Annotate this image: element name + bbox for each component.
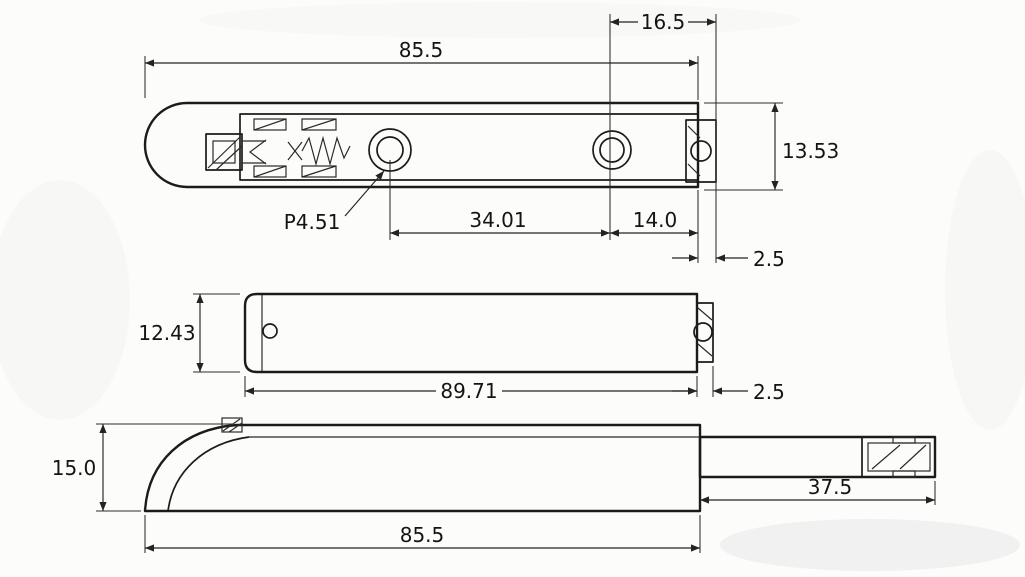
dim-top-hole-spacing: 34.01 (390, 208, 610, 237)
dim-top-hole-diameter: P4.51 (284, 170, 385, 234)
dim-side-body-height: 12.43 (138, 294, 204, 372)
dim-top-right-offset-text: 16.5 (641, 10, 686, 34)
dim-front-body-height: 15.0 (52, 424, 107, 511)
dim-top-cap-thickness: 2.5 (672, 247, 785, 271)
side-view (243, 292, 714, 374)
top-view-plate (239, 113, 699, 181)
dim-top-body-height-text: 13.53 (782, 139, 839, 163)
mounting-slots (253, 118, 337, 178)
front-view (143, 417, 937, 513)
dim-top-body-height: 13.53 (771, 103, 839, 190)
dim-top-hole-spacing-text: 34.01 (469, 208, 526, 232)
dim-front-overall-width-text: 85.5 (400, 523, 445, 547)
front-view-inner-curve (167, 436, 250, 512)
dim-top-right-offset: 16.5 (610, 10, 716, 34)
spring-detail (287, 135, 351, 167)
latch-button-detail (205, 133, 267, 171)
top-view-end-cap (685, 119, 717, 183)
front-view-dimensions: 15.0 37.5 85.5 (52, 423, 936, 553)
dim-top-hole-diameter-text: P4.51 (284, 210, 341, 234)
side-view-end-cap (693, 302, 714, 363)
dim-top-overall-width-text: 85.5 (399, 38, 444, 62)
dim-top-hole-to-edge-text: 14.0 (633, 208, 678, 232)
dim-side-body-height-text: 12.43 (138, 321, 195, 345)
dim-front-overall-width: 85.5 (145, 523, 700, 552)
top-view-dimensions: 16.5 85.5 13.53 P4.51 34.01 14.0 (144, 10, 839, 271)
hole-right (592, 130, 632, 170)
dim-top-cap-thickness-text: 2.5 (753, 247, 785, 271)
plunger (698, 435, 937, 479)
side-view-outline (243, 292, 699, 374)
side-view-dimensions: 12.43 89.71 2.5 (138, 293, 785, 404)
top-view-outline (143, 101, 700, 189)
dim-side-cap-thickness: 2.5 (672, 380, 785, 404)
side-view-hole (262, 323, 278, 339)
dim-front-plunger-length: 37.5 (700, 475, 935, 504)
dim-side-body-length: 89.71 (245, 379, 697, 403)
dim-side-body-length-text: 89.71 (440, 379, 497, 403)
dim-top-hole-to-edge: 14.0 (610, 208, 698, 237)
dim-front-body-height-text: 15.0 (52, 456, 97, 480)
dim-side-cap-thickness-text: 2.5 (753, 380, 785, 404)
top-view (143, 101, 717, 189)
dim-front-plunger-length-text: 37.5 (808, 475, 853, 499)
top-catch-detail (221, 417, 243, 433)
front-view-outline (143, 423, 702, 513)
dim-top-overall-width: 85.5 (145, 38, 698, 67)
